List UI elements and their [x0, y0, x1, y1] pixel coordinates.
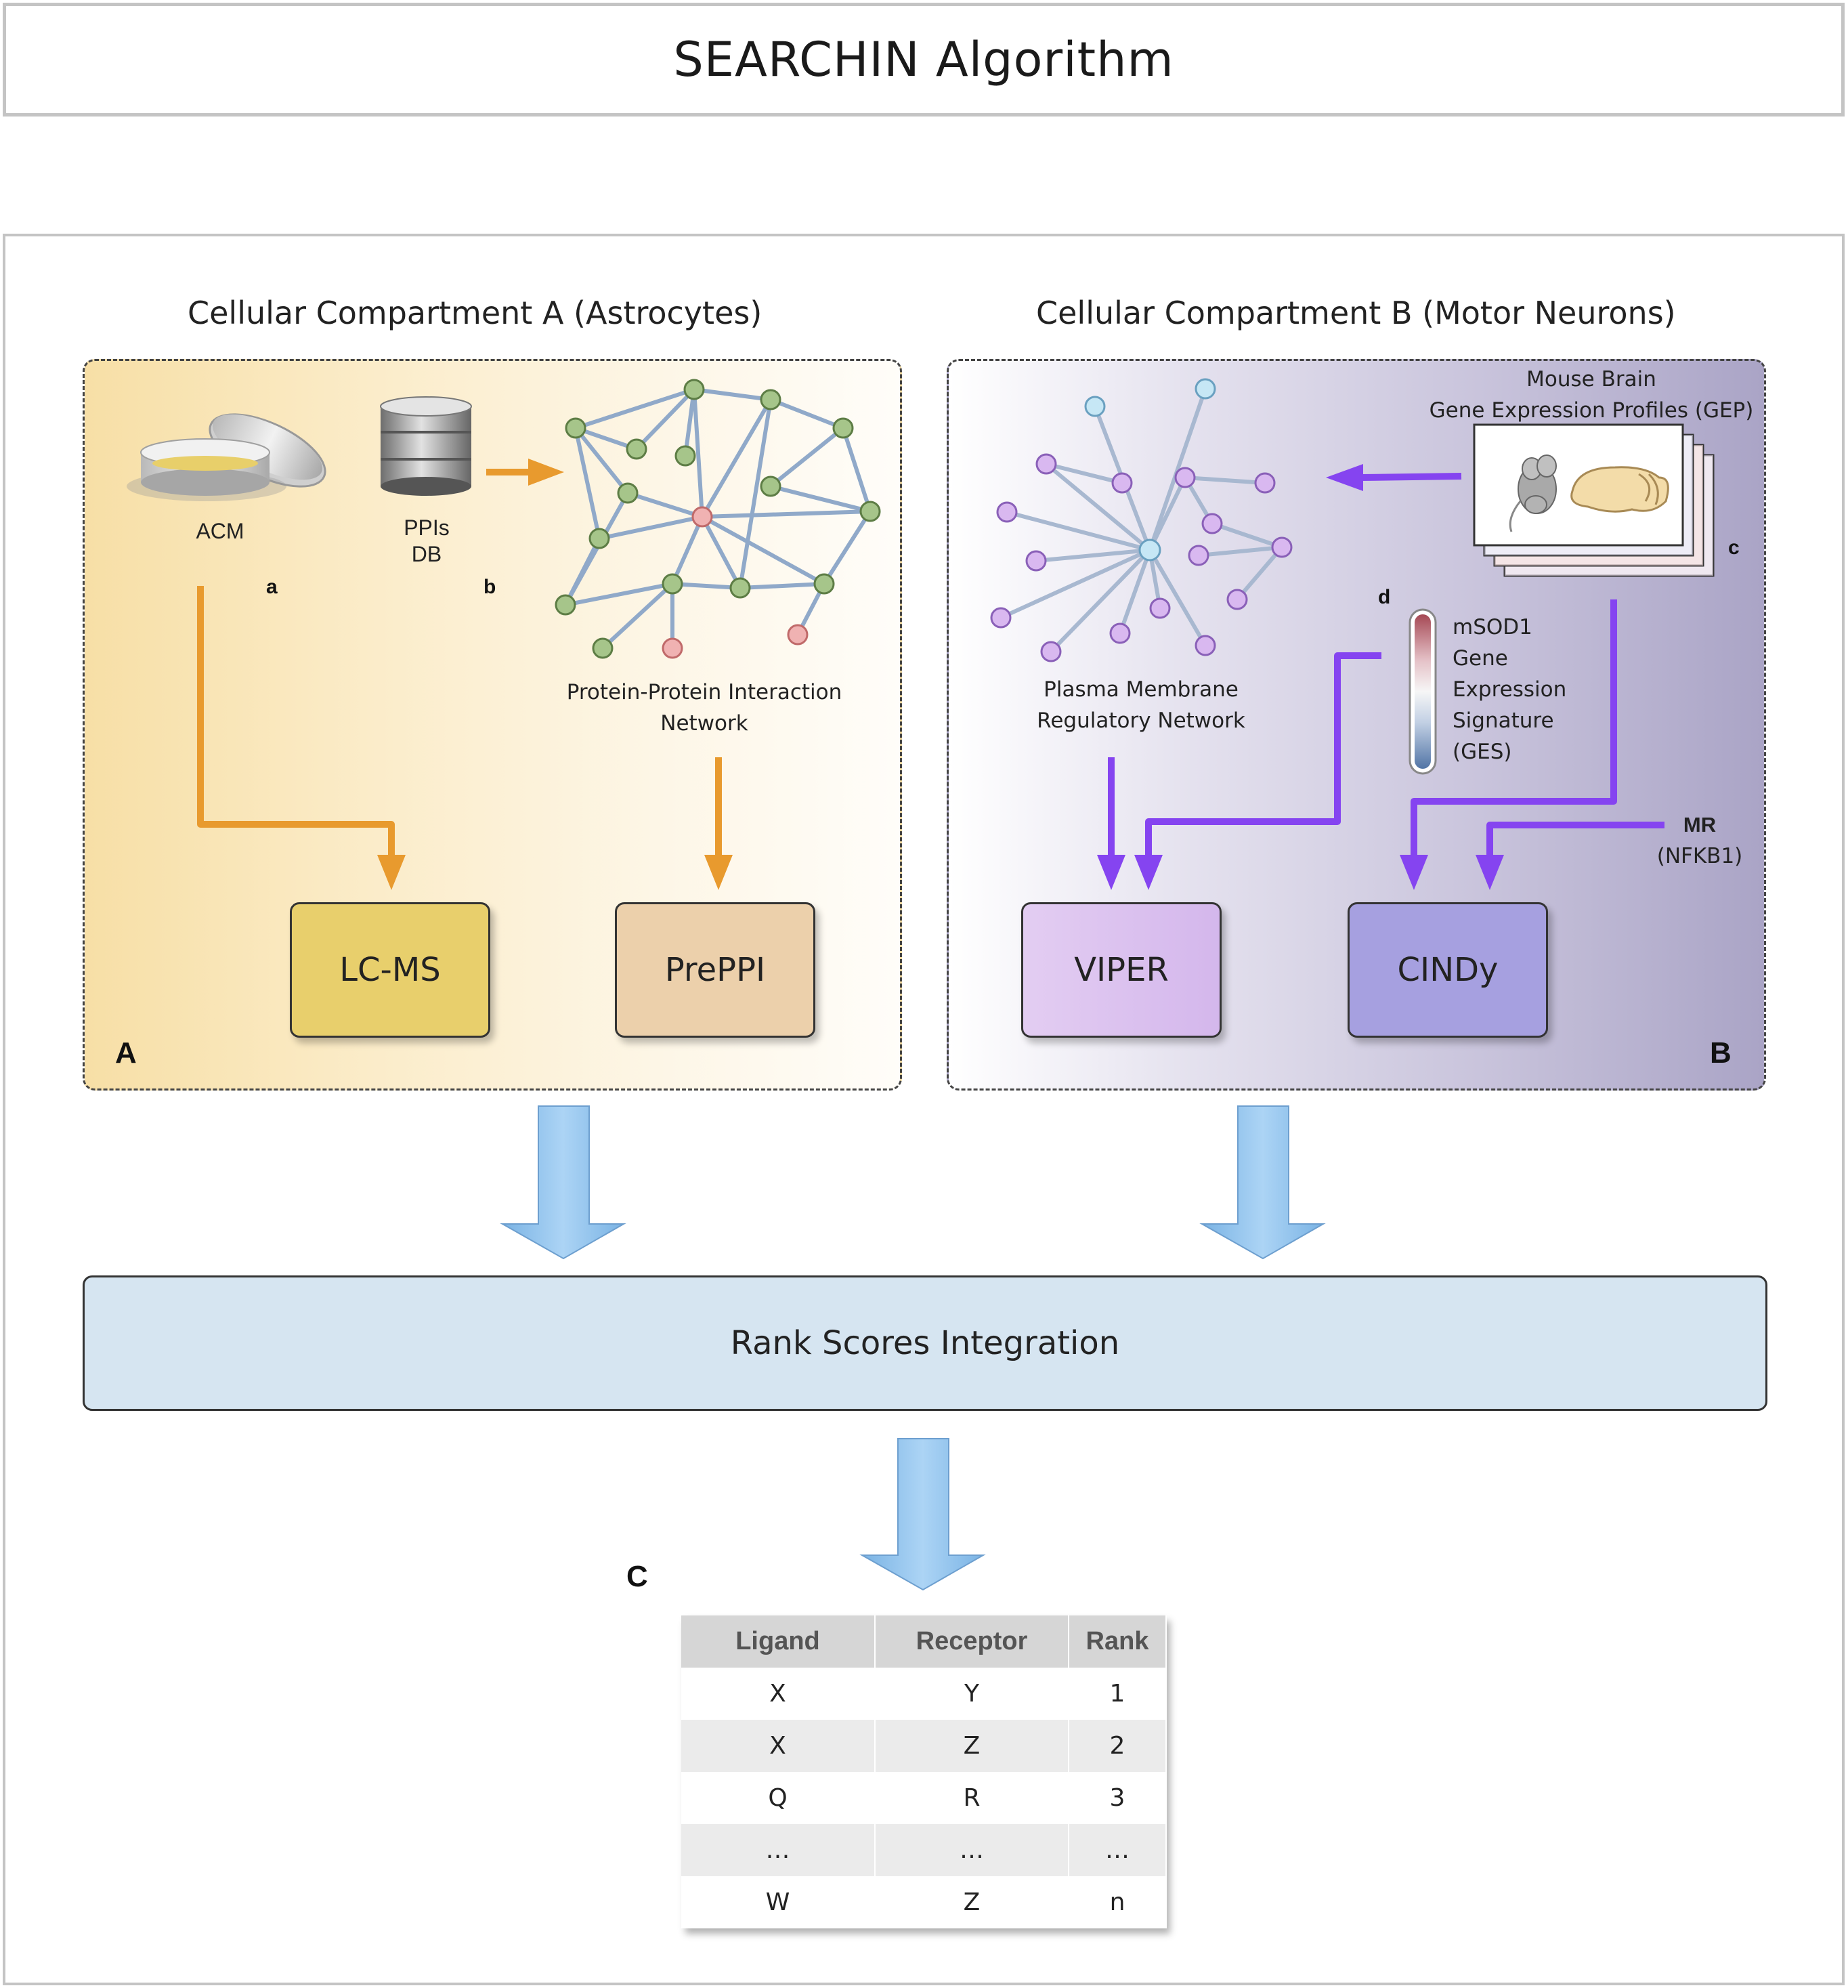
ges-label: mSOD1 Gene Expression Signature (GES): [1453, 612, 1566, 767]
lcms-box: LC-MS: [290, 902, 490, 1038]
ppi-network-label-line1: Protein-Protein Interaction: [566, 680, 842, 704]
ppi-network: [563, 387, 872, 650]
sub-letter-c: c: [1728, 536, 1740, 559]
panel-letter-c: C: [626, 1560, 648, 1593]
diagram-title: SEARCHIN Algorithm: [673, 32, 1174, 87]
viper-box: VIPER: [1021, 902, 1222, 1038]
pm-network: [1000, 388, 1284, 654]
cell-receptor: R: [875, 1772, 1069, 1824]
orange-arrows: [197, 459, 733, 890]
mouse-icon: [1509, 454, 1557, 532]
cell-receptor: …: [875, 1824, 1069, 1876]
table-row: X Z 2: [681, 1720, 1167, 1772]
ppi-network-label-line2: Network: [660, 711, 748, 736]
ges-gradient-bar: [1409, 608, 1437, 775]
table-row: … … …: [681, 1824, 1167, 1876]
mr-label-gene: (NFKB1): [1656, 844, 1743, 868]
purple-arrows: [1097, 464, 1664, 890]
sub-letter-b: b: [484, 576, 496, 598]
cell-receptor: Z: [875, 1720, 1069, 1772]
gep-label-line2: Gene Expression Profiles (GEP): [1429, 398, 1754, 423]
rank-scores-integration-box: Rank Scores Integration: [83, 1275, 1767, 1411]
table-row: W Z n: [681, 1876, 1167, 1928]
result-table-wrapper: Ligand Receptor Rank X Y 1 X Z 2 Q R 3: [681, 1615, 1167, 1928]
ppi-db-label-line1: PPIs: [404, 515, 450, 540]
cell-ligand: W: [681, 1876, 876, 1928]
ges-line-1: mSOD1: [1453, 615, 1532, 639]
ppi-network-pink-nodes: [662, 506, 809, 659]
header-ligand: Ligand: [681, 1615, 876, 1668]
cell-rank: 3: [1069, 1772, 1167, 1824]
cell-ligand: X: [681, 1720, 876, 1772]
cindy-box: CINDy: [1348, 902, 1548, 1038]
header-receptor: Receptor: [875, 1615, 1069, 1668]
cell-receptor: Y: [875, 1668, 1069, 1720]
petri-dish-icon: [127, 413, 326, 501]
cell-rank: n: [1069, 1876, 1167, 1928]
table-header-row: Ligand Receptor Rank: [681, 1615, 1167, 1668]
pm-network-cyan-nodes: [1084, 378, 1216, 562]
sub-letter-d: d: [1378, 586, 1391, 608]
pm-network-label-line1: Plasma Membrane: [1044, 677, 1239, 702]
acm-label: ACM: [196, 519, 244, 543]
pm-network-label-line2: Regulatory Network: [1037, 709, 1245, 733]
panel-letter-b: B: [1710, 1036, 1732, 1070]
ppi-network-nodes: [555, 379, 881, 659]
compartment-a-title: Cellular Compartment A (Astrocytes): [188, 295, 762, 331]
table-row: X Y 1: [681, 1668, 1167, 1720]
mr-label: MR (NFKB1): [1652, 809, 1747, 872]
database-icon: [380, 396, 472, 496]
cell-ligand: Q: [681, 1772, 876, 1824]
cell-ligand: …: [681, 1824, 876, 1876]
header-rank: Rank: [1069, 1615, 1167, 1668]
brain-icon: [1570, 466, 1669, 513]
compartment-b-title: Cellular Compartment B (Motor Neurons): [1036, 295, 1676, 331]
sub-letter-a: a: [266, 576, 278, 598]
panel-letter-a: A: [115, 1036, 137, 1070]
cell-rank: …: [1069, 1824, 1167, 1876]
ges-line-4: Signature: [1453, 709, 1554, 733]
ppi-db-label-line2: DB: [411, 542, 442, 566]
gep-label: Mouse Brain Gene Expression Profiles (GE…: [1422, 364, 1761, 426]
ges-line-2: Gene: [1453, 646, 1508, 671]
ges-line-5: (GES): [1453, 740, 1512, 764]
result-table: Ligand Receptor Rank X Y 1 X Z 2 Q R 3: [681, 1615, 1167, 1928]
preppi-box: PrePPI: [615, 902, 815, 1038]
cell-ligand: X: [681, 1668, 876, 1720]
outer-frame: [3, 234, 1845, 1985]
gep-label-line1: Mouse Brain: [1526, 367, 1656, 392]
pm-network-violet-nodes: [990, 453, 1293, 662]
cell-rank: 2: [1069, 1720, 1167, 1772]
mr-label-title: MR: [1683, 813, 1717, 837]
cell-receptor: Z: [875, 1876, 1069, 1928]
table-row: Q R 3: [681, 1772, 1167, 1824]
cell-rank: 1: [1069, 1668, 1167, 1720]
title-box: SEARCHIN Algorithm: [3, 3, 1845, 117]
blue-arrows: [500, 1105, 1326, 1591]
ges-line-3: Expression: [1453, 677, 1567, 702]
